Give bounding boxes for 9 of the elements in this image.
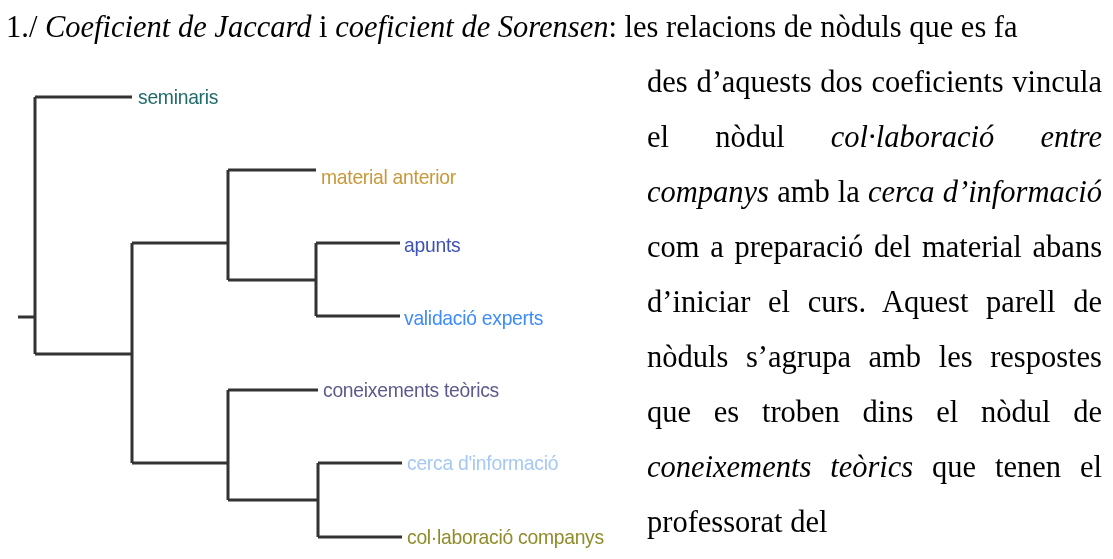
leaf-label: cerca d'informació	[407, 450, 559, 476]
leaf-label: material anterior	[321, 164, 456, 190]
leaf-label: seminaris	[138, 84, 219, 110]
paragraph: des d’aquests dos coeficients vincula el nòdul col·laboració entre companys amb la cerca d’informació com a preparació del material abans d’iniciar el curs. Aquest parell de nòduls s’agrupa amb les respostes que es troben dins el nòdul de coneixements teòrics que tenen el professorat del	[647, 64, 1102, 541]
heading-text: 1./ Coeficient de Jaccard i coeficient de Sorensen: les relacions de nòduls que es fa	[6, 9, 1018, 46]
leaf-label: coneixements teòrics	[323, 377, 499, 403]
leaf-label: apunts	[404, 232, 461, 258]
leaf-label: col·laboració companys	[407, 524, 604, 550]
leaf-label: validació experts	[404, 305, 544, 331]
